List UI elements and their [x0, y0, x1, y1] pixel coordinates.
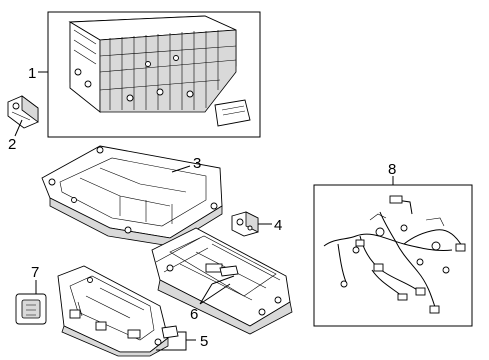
callout-7: 7 [31, 264, 39, 281]
cover-clip [161, 325, 179, 339]
battery-module-group[interactable]: 1 [28, 11, 261, 138]
battery-frame-box [47, 11, 261, 138]
relay-box [15, 293, 47, 325]
sensor-connector-group[interactable]: 2 [7, 95, 39, 153]
callout-3: 3 [193, 155, 201, 172]
wire-harness-group[interactable]: 8 [313, 161, 473, 327]
relay-box-group[interactable]: 7 [15, 264, 47, 325]
wire-harness [323, 195, 466, 314]
callout-5: 5 [200, 333, 208, 350]
callout-1: 1 [28, 65, 36, 82]
battery-case [151, 227, 293, 335]
callout-8: 8 [388, 161, 396, 178]
mount-bracket-group[interactable]: 4 [231, 211, 282, 237]
case-seal-piece [219, 265, 239, 277]
battery-tray-group[interactable]: 3 [41, 145, 223, 247]
rear-cover [57, 265, 169, 357]
sensor-connector [7, 95, 39, 129]
harness-frame-box [313, 184, 473, 327]
battery-module [68, 15, 237, 113]
battery-tray [41, 145, 223, 247]
mount-bracket [231, 211, 259, 237]
battery-case-group[interactable]: 6 [151, 227, 293, 335]
callout-6: 6 [190, 306, 198, 323]
callout-2: 2 [8, 136, 16, 153]
callout-4: 4 [274, 217, 282, 234]
rear-cover-group[interactable]: 5 [57, 265, 208, 357]
